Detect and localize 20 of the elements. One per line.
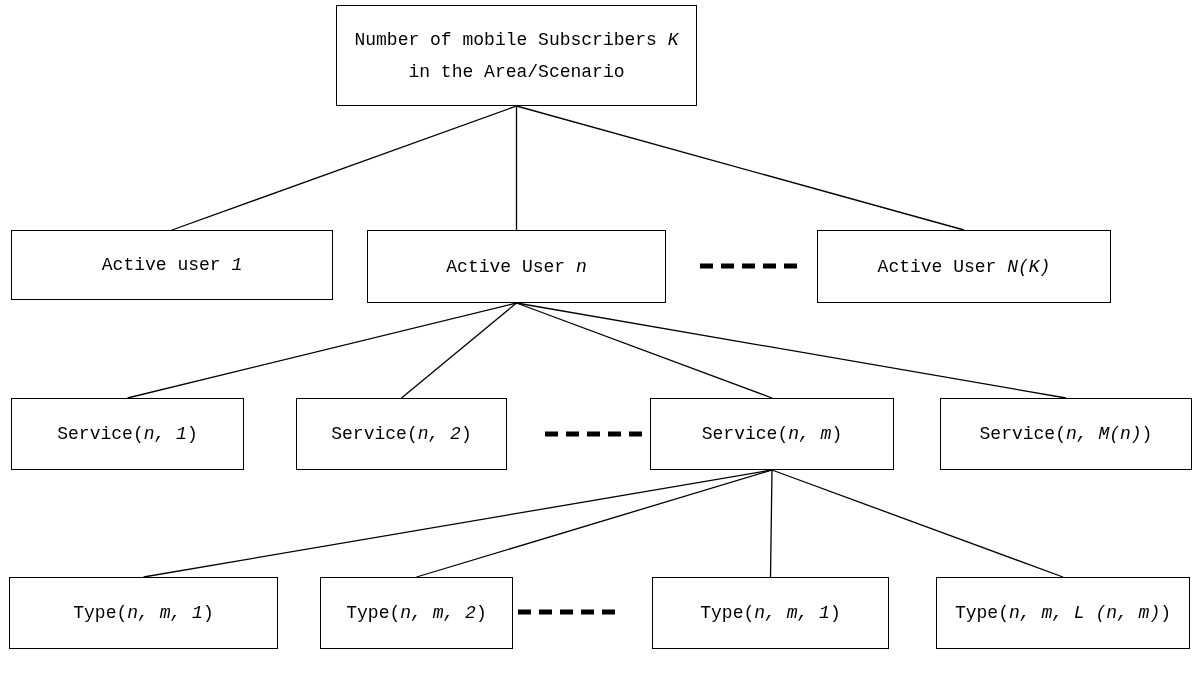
text-box: Service(n, m) [650,398,894,470]
text-box: Number of mobile Subscribers K in the Area/Scenario [336,5,697,106]
connector-line [415,469,773,578]
text-box: Type(n, m, L (n, m)) [936,577,1190,649]
connector-line [171,105,518,231]
text-box: Type(n, m, 2) [320,577,513,649]
connector-line [400,302,518,399]
connector-line [515,105,518,231]
connector-line [515,105,965,231]
text-box: Service(n, 1) [11,398,244,470]
connector-line [515,302,1067,399]
text-box: Service(n, 2) [296,398,507,470]
text-box: Active User n [367,230,666,303]
text-box: Active User N(K) [817,230,1111,303]
text-box: Active user 1 [11,230,333,300]
connector-line [769,469,773,578]
text-box: Service(n, M(n)) [940,398,1192,470]
text-box: Type(n, m, 1) [652,577,889,649]
connector-line [771,469,1064,578]
text-box: Type(n, m, 1) [9,577,278,649]
